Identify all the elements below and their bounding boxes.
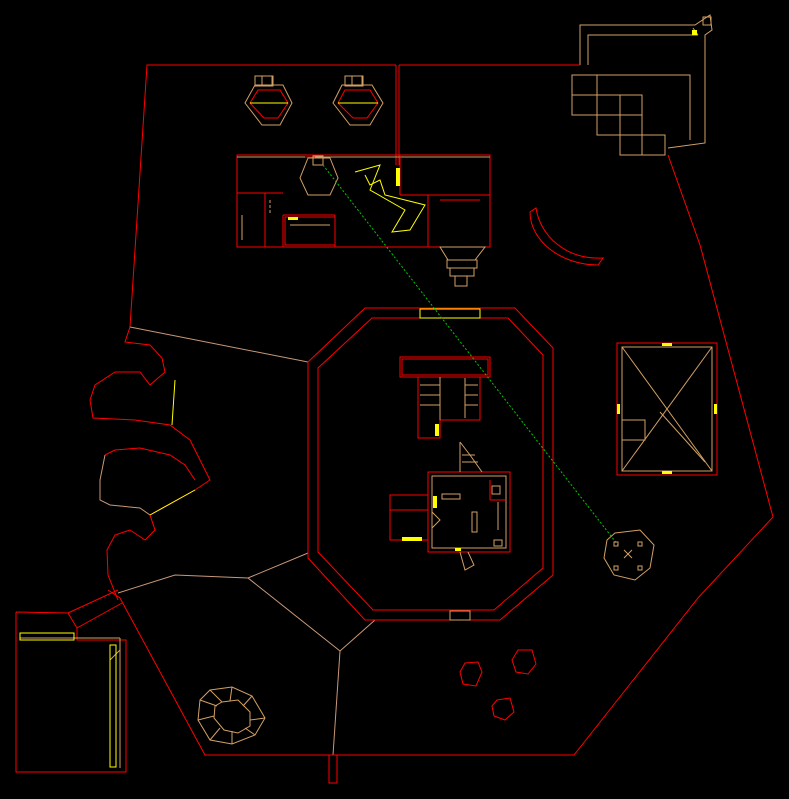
west-doors (149, 379, 196, 516)
west-building (15, 611, 127, 773)
outer-boundary (89, 64, 774, 756)
central-lower-door-3 (455, 548, 461, 551)
central-lower-door-2 (402, 537, 422, 541)
northeast-stairs (571, 14, 713, 156)
north-building-door-2 (288, 217, 298, 220)
north-pagoda-right (332, 75, 384, 126)
east-pyramid-doors (617, 343, 717, 474)
player-area (603, 529, 655, 581)
south-exit (328, 754, 338, 784)
octagon-south-gate (449, 610, 471, 621)
southwest-spiral (197, 686, 266, 745)
central-octagon (307, 307, 554, 621)
player-arrow-icon (623, 549, 633, 559)
central-lower-building (389, 471, 511, 553)
south-rocks (459, 649, 537, 721)
north-divider (395, 65, 400, 165)
north-building-door-1 (396, 168, 400, 186)
west-building-door-top (19, 632, 75, 641)
north-building (236, 154, 491, 248)
central-lower-door-1 (433, 496, 437, 508)
central-upper-stairs (420, 378, 478, 418)
northeast-small-door (692, 30, 697, 35)
central-upper-door (435, 424, 439, 436)
central-upper-building (399, 356, 491, 439)
east-arc (529, 207, 605, 266)
floor-boundaries (99, 326, 376, 756)
north-building-interior (241, 155, 480, 240)
north-pagoda-left (244, 75, 293, 126)
octagon-north-gate (419, 308, 481, 319)
west-building-door-side (109, 644, 117, 768)
central-lower-interior (431, 441, 503, 571)
north-building-yellow-path (354, 164, 426, 233)
west-corridor (67, 589, 123, 629)
tracer-line (322, 164, 619, 546)
north-building-steps (439, 246, 487, 287)
